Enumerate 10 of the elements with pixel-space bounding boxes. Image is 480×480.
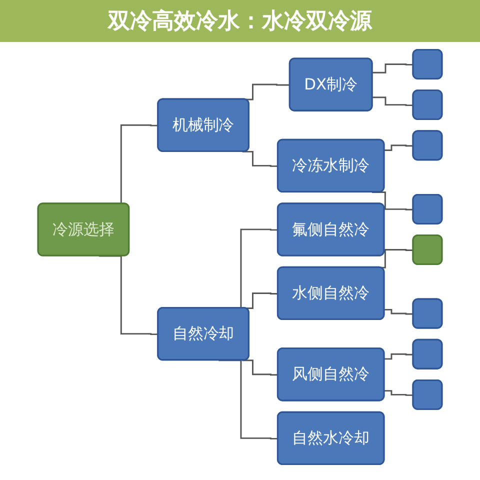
connector — [372, 64, 414, 74]
connector — [384, 144, 414, 151]
connector — [242, 360, 278, 376]
connector — [242, 150, 278, 167]
connector — [384, 353, 414, 360]
connector — [384, 308, 414, 315]
title-banner: 双冷高效冷水：水冷双冷源 — [0, 0, 480, 42]
connector — [384, 390, 414, 396]
connector — [372, 96, 414, 106]
connector — [218, 360, 278, 440]
